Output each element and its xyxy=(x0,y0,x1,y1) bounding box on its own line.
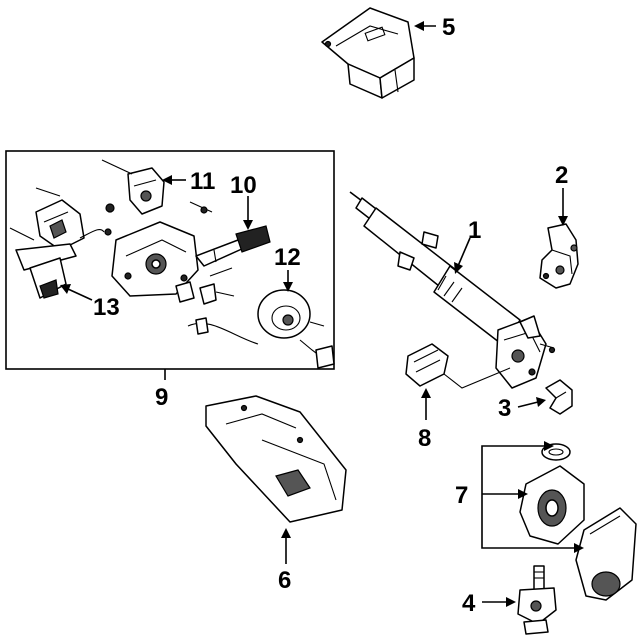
part-5-column-cover xyxy=(321,7,415,99)
leader-13 xyxy=(67,288,93,301)
part-1-steering-column xyxy=(349,191,556,389)
callout-6: 6 xyxy=(278,567,291,594)
callout-1: 1 xyxy=(468,217,481,244)
callout-5: 5 xyxy=(442,14,455,41)
callout-12: 12 xyxy=(274,244,301,271)
callout-11: 11 xyxy=(190,168,215,195)
leader-7-bracket xyxy=(481,445,578,549)
part-4-intermediate-shaft xyxy=(517,565,557,635)
part-7-seal-group xyxy=(519,443,637,601)
callout-3: 3 xyxy=(498,395,511,422)
callout-13: 13 xyxy=(93,294,120,321)
callout-10: 10 xyxy=(230,172,257,199)
part-8-bracket xyxy=(405,343,511,389)
part-10-wiper-lever xyxy=(195,225,271,277)
part-2-bracket xyxy=(539,223,579,289)
part-3-clip xyxy=(545,379,573,415)
part-12-clock-spring xyxy=(187,289,335,369)
leader-1 xyxy=(457,237,471,267)
part-11-switch xyxy=(101,159,165,215)
callout-8: 8 xyxy=(418,425,431,452)
part-13-combination-switch xyxy=(9,187,112,299)
callout-9: 9 xyxy=(155,384,168,411)
group-9-box xyxy=(5,150,335,370)
part-6-lower-cover xyxy=(205,395,347,523)
leader-3 xyxy=(517,401,539,408)
callout-4: 4 xyxy=(462,590,476,617)
callout-7: 7 xyxy=(455,482,468,509)
switch-housing xyxy=(111,201,235,305)
callout-2: 2 xyxy=(555,162,568,189)
